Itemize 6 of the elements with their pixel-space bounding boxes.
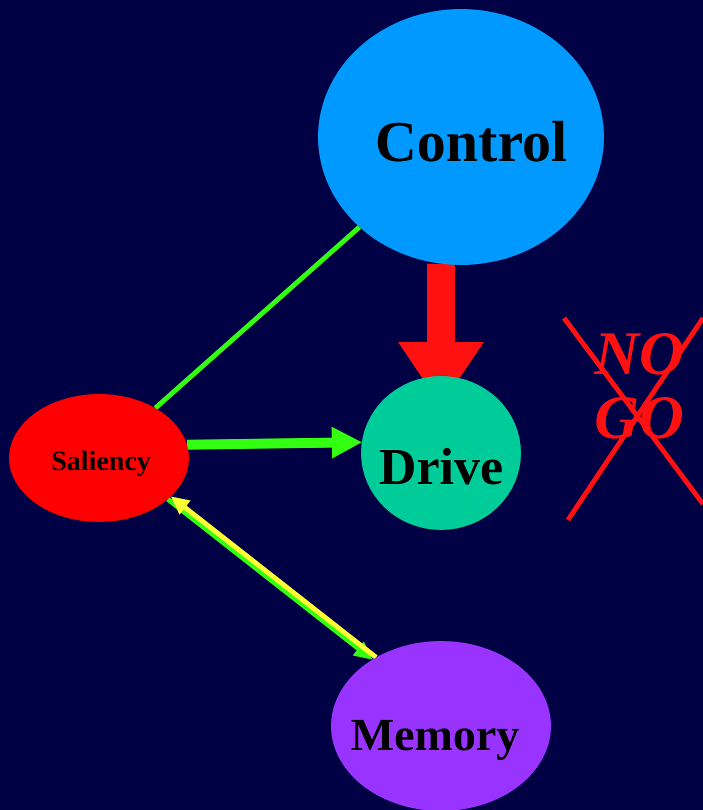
node-label: Saliency [51, 446, 151, 478]
node-label: Control [374, 108, 568, 174]
arrow [186, 426, 362, 459]
connector-line [154, 225, 362, 410]
node-label: Drive [378, 438, 504, 496]
node-label: Memory [350, 708, 520, 760]
